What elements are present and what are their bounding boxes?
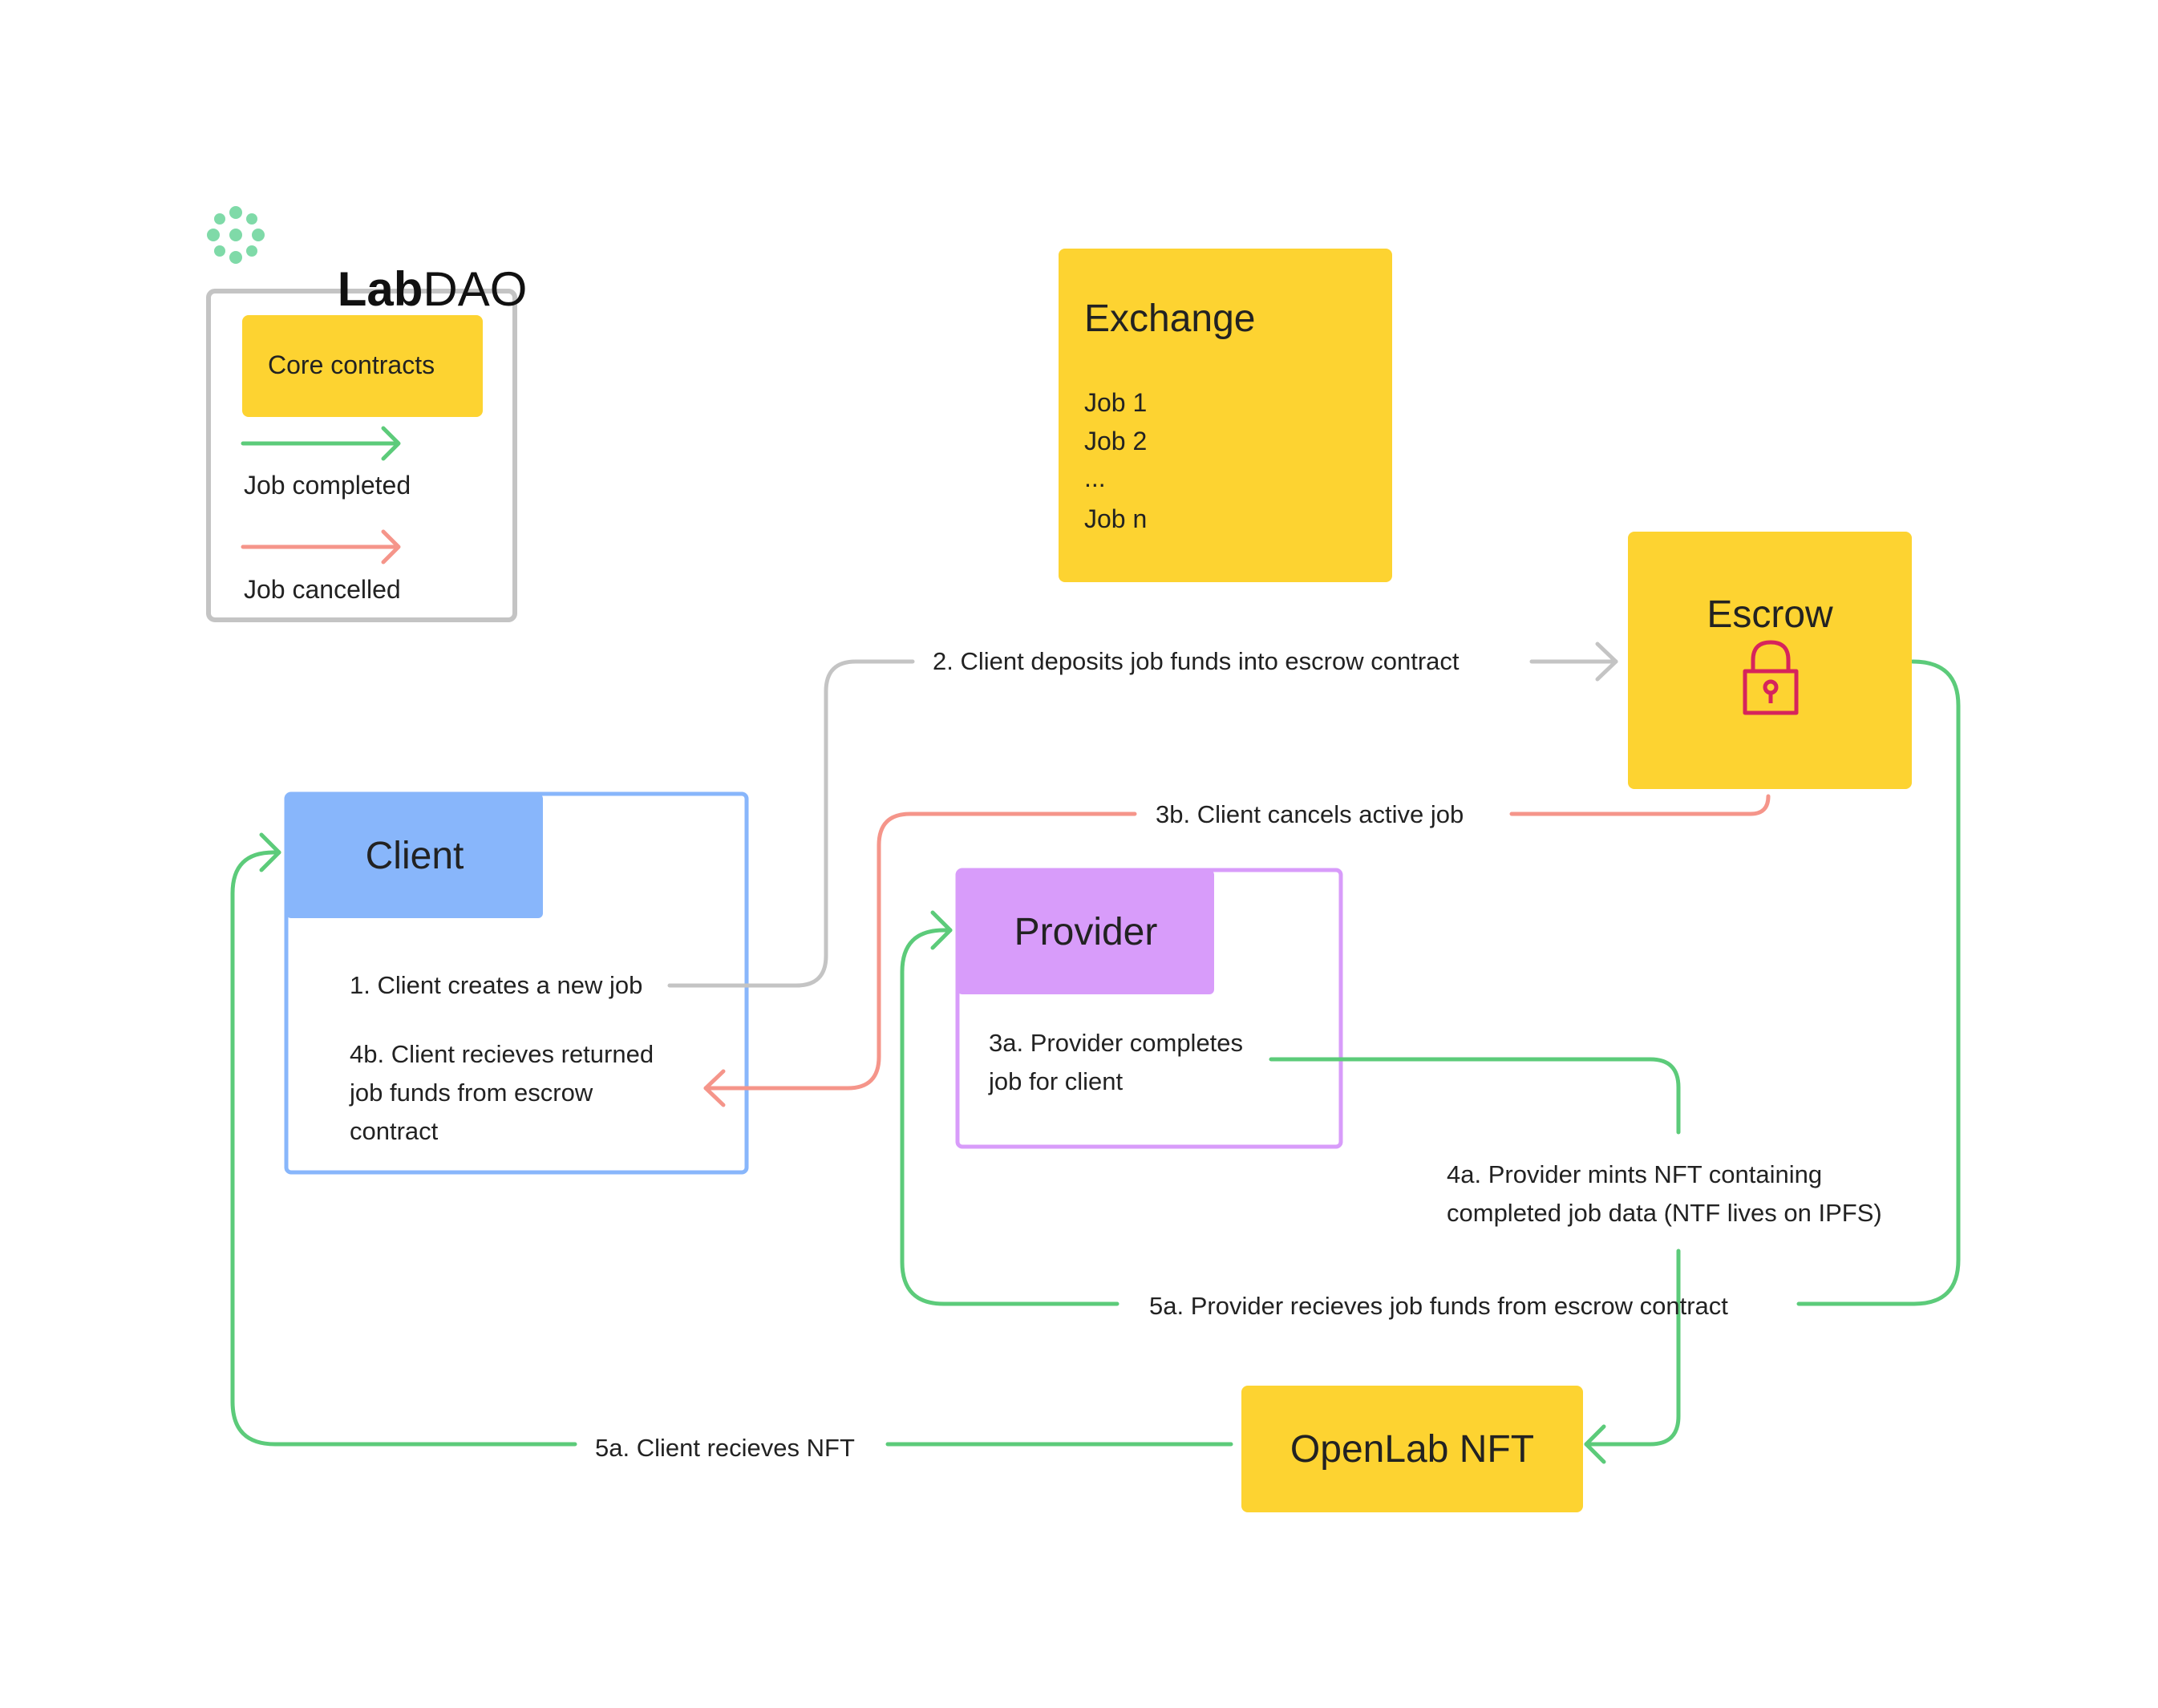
edge-label-step-5a-provider: 5a. Provider recieves job funds from esc… (1149, 1292, 1728, 1320)
openlab-nft-box: OpenLab NFT (1241, 1386, 1583, 1512)
exchange-job-1: Job 1 (1084, 388, 1148, 417)
edge-cancel-refund (703, 794, 1771, 1107)
logo-light: DAO (423, 262, 528, 316)
client-title: Client (365, 835, 464, 877)
edge-escrow-pays-provider (900, 659, 1961, 1306)
legend-job-completed-label: Job completed (244, 471, 411, 500)
client-step-4b: 4b. Client recieves returned job funds f… (350, 1040, 654, 1145)
labdao-wordmark: LabDAO (284, 208, 528, 371)
edge-nft-to-client (230, 832, 1233, 1447)
legend-cancelled-arrow (241, 529, 401, 565)
client-header: Client (286, 794, 543, 918)
legend-frame (206, 289, 517, 622)
provider-title: Provider (1014, 911, 1158, 953)
labdao-logo-icon (207, 206, 265, 264)
legend-job-cancelled-label: Job cancelled (244, 575, 401, 604)
edge-client-to-escrow (667, 642, 1618, 988)
logo-bold: Lab (337, 262, 423, 316)
legend-completed-arrow (241, 426, 401, 461)
edge-label-step-3b: 3b. Client cancels active job (1156, 800, 1464, 828)
exchange-job-2: Job 2 (1084, 427, 1148, 455)
provider-header: Provider (958, 870, 1214, 994)
exchange-job-n: Job n (1084, 504, 1148, 533)
lock-icon (1743, 640, 1799, 715)
legend-core-contracts-swatch: Core contracts (242, 315, 483, 417)
exchange-title: Exchange (1084, 297, 1256, 340)
edge-label-step-5a-client: 5a. Client recieves NFT (595, 1434, 855, 1462)
provider-step-3a: 3a. Provider completes job for client (989, 1029, 1244, 1095)
legend-core-contracts-label: Core contracts (268, 350, 435, 379)
escrow-box: Escrow (1628, 532, 1912, 789)
edge-label-step-4a: 4a. Provider mints NFT containing comple… (1447, 1160, 1882, 1227)
edge-label-step-2: 2. Client deposits job funds into escrow… (933, 647, 1460, 675)
escrow-title: Escrow (1707, 593, 1833, 636)
labdao-logo: LabDAO (205, 204, 527, 316)
exchange-box: Exchange Job 1 Job 2 ... Job n (1059, 249, 1392, 582)
exchange-job-ellipsis: ... (1084, 463, 1106, 492)
client-step-1: 1. Client creates a new job (350, 971, 643, 999)
openlab-nft-title: OpenLab NFT (1290, 1428, 1535, 1471)
edge-provider-mints-nft (1269, 1057, 1681, 1464)
